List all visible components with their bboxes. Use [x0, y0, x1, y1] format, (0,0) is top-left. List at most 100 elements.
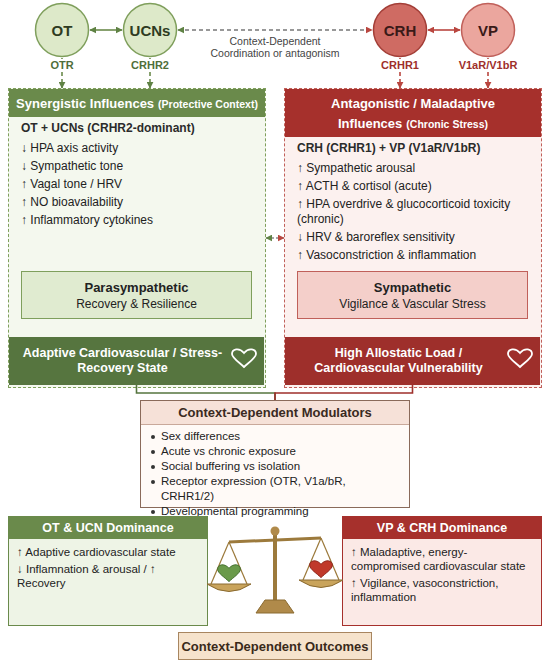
text-group: UCNs: [122, 2, 178, 58]
node-text: ↑ Vigilance, vasoconstriction, inflammat…: [351, 576, 533, 604]
connector: [275, 385, 413, 400]
text-group: OT: [34, 2, 90, 58]
scale-pan: [207, 584, 251, 592]
system-box: ParasympatheticRecovery & Resilience: [21, 271, 252, 319]
heart-icon: [310, 561, 333, 578]
node-text: High Allostatic Load / Cardiovascular Vu…: [295, 346, 502, 376]
node-text: Sex differences: [161, 429, 399, 444]
text-group: ↑ Sympathetic arousal ↑ ACTH & cortisol (…: [285, 156, 541, 268]
connector-label: CRHR2: [129, 59, 171, 71]
text-group: CRH (CRHR1) + VP (V1aR/V1bR): [285, 137, 541, 156]
node-text: ↓ HRV & baroreflex sensitivity: [297, 230, 529, 245]
node-text: ↑ Sympathetic arousal: [297, 161, 529, 176]
circle-shape: [36, 4, 89, 57]
node-text: Vigilance & Vascular Stress: [339, 297, 485, 311]
text-group: Synergistic Influences (Protective Contex…: [9, 89, 265, 117]
node-text: ↓ HPA axis activity: [21, 141, 253, 156]
circle-shape: [462, 4, 515, 57]
text-group: OT + UCNs (CRHR2-dominant): [9, 117, 265, 136]
node-text: Receptor expression (OTR, V1a/bR, CRHR1/…: [161, 474, 399, 504]
text-group: Antagonistic / Maladaptive Influences(Ch…: [285, 89, 541, 137]
circle-shape: [124, 4, 177, 57]
scale-pole: [273, 532, 277, 602]
outcome-box: Context-Dependent Outcomes: [178, 632, 372, 660]
hormone-circle: CRH: [372, 2, 428, 58]
node-text: CRH (CRHR1) + VP (V1aR/V1bR): [297, 141, 529, 155]
node-text: VP & CRH Dominance: [347, 521, 537, 535]
node-text: ↑ ACTH & cortisol (acute): [297, 179, 529, 194]
node-text: Synergistic Influences: [16, 96, 154, 111]
modulator-box: Context-Dependent ModulatorsSex differen…: [140, 400, 410, 508]
node-text: ↓ Sympathetic tone: [21, 159, 253, 174]
text-group: ↑ Maladaptive, energy-compromised cardio…: [343, 539, 541, 610]
node-text: ↓ Inflamnation & arousal / ↑ Recovery: [17, 562, 199, 590]
connector-label: V1aR/V1bR: [457, 59, 520, 71]
node-text: Recovery & Resilience: [76, 297, 197, 311]
connector: [178, 29, 372, 31]
text-group: Adaptive Cardiovascular / Stress-Recover…: [9, 337, 264, 385]
node-text: VP: [478, 22, 498, 39]
text-group: ↓ HPA axis activity ↓ Sympathetic tone ↑ V…: [9, 136, 265, 233]
state-bar: Adaptive Cardiovascular / Stress-Recover…: [9, 337, 264, 385]
text-group: High Allostatic Load / Cardiovascular Vu…: [285, 337, 540, 385]
node-text: OT: [52, 22, 73, 39]
connector: [266, 237, 284, 239]
scale-knob: [271, 527, 280, 536]
connector: [90, 29, 122, 31]
scale-pan: [299, 580, 343, 588]
heart-icon: [218, 565, 241, 582]
circle-shape: [374, 4, 427, 57]
node-text: ↑ Vasoconstriction & inflammation: [297, 248, 529, 263]
scale-base: [256, 600, 294, 613]
node-text: Social buffering vs isolation: [161, 459, 399, 474]
text-group: VP & CRH Dominance: [343, 517, 541, 539]
node-text: Context-Dependent Modulators: [145, 405, 405, 420]
scale-string: [229, 542, 247, 584]
text-group: SympatheticVigilance & Vascular Stress: [298, 272, 527, 318]
node-text: ↑ Maladaptive, energy-compromised cardio…: [351, 545, 533, 573]
text-group: Context-Dependent Modulators: [141, 401, 409, 425]
state-bar: High Allostatic Load / Cardiovascular Vu…: [285, 337, 540, 385]
text-group: CRH: [372, 2, 428, 58]
text-group: ↑ Adaptive cardiovascular state ↓ Inflamn…: [9, 539, 207, 596]
node-text: CRH: [384, 22, 417, 39]
node-text: ↑ Adaptive cardiovascular state: [17, 545, 199, 559]
node-text: Acute vs chronic exposure: [161, 444, 399, 459]
text-group: Context-Dependent Outcomes: [179, 633, 371, 659]
connector-label: CRHR1: [379, 59, 421, 71]
node-text: OT & UCN Dominance: [13, 521, 203, 535]
node-text: Context-Dependent Outcomes: [181, 639, 368, 654]
scale-string: [303, 538, 321, 580]
node-text: (Chronic Stress): [406, 118, 488, 130]
system-box: SympatheticVigilance & Vascular Stress: [297, 271, 528, 319]
hormone-circle: VP: [460, 2, 516, 58]
text-group: Sex differencesAcute vs chronic exposure…: [141, 425, 409, 523]
scale-beam: [229, 538, 321, 542]
node-text: ↑ NO bioavailability: [21, 195, 253, 210]
node-text: Adaptive Cardiovascular / Stress-Recover…: [19, 346, 226, 376]
text-group: VP: [460, 2, 516, 58]
node-text: OT + UCNs (CRHR2-dominant): [21, 121, 253, 135]
node-text: Sympathetic: [374, 280, 451, 295]
connector-label: Context-Dependent Coordination or antago…: [200, 35, 350, 59]
node-text: UCNs: [130, 22, 171, 39]
node-text: ↑ Inflammatory cytokines: [21, 213, 253, 228]
node-text: (Protective Context): [158, 98, 258, 110]
connector: [137, 385, 276, 400]
connector-label: OTR: [48, 59, 75, 71]
influence-panel: Synergistic Influences (Protective Contex…: [8, 88, 266, 388]
node-text: Parasympathetic: [84, 280, 188, 295]
scale-string: [321, 538, 339, 580]
dominance-box: VP & CRH Dominance ↑ Maladaptive, energy-…: [342, 516, 542, 626]
node-text: ↑ Vagal tone / HRV: [21, 177, 253, 192]
connector: [428, 29, 460, 31]
node-text: ↑ HPA overdrive & glucocorticoid toxicit…: [297, 197, 529, 227]
influence-panel: Antagonistic / Maladaptive Influences(Ch…: [284, 88, 542, 388]
text-group: OT & UCN Dominance: [9, 517, 207, 539]
hormone-circle: OT: [34, 2, 90, 58]
text-group: ParasympatheticRecovery & Resilience: [22, 272, 251, 318]
hormone-circle: UCNs: [122, 2, 178, 58]
dominance-box: OT & UCN Dominance ↑ Adaptive cardiovascu…: [8, 516, 208, 626]
